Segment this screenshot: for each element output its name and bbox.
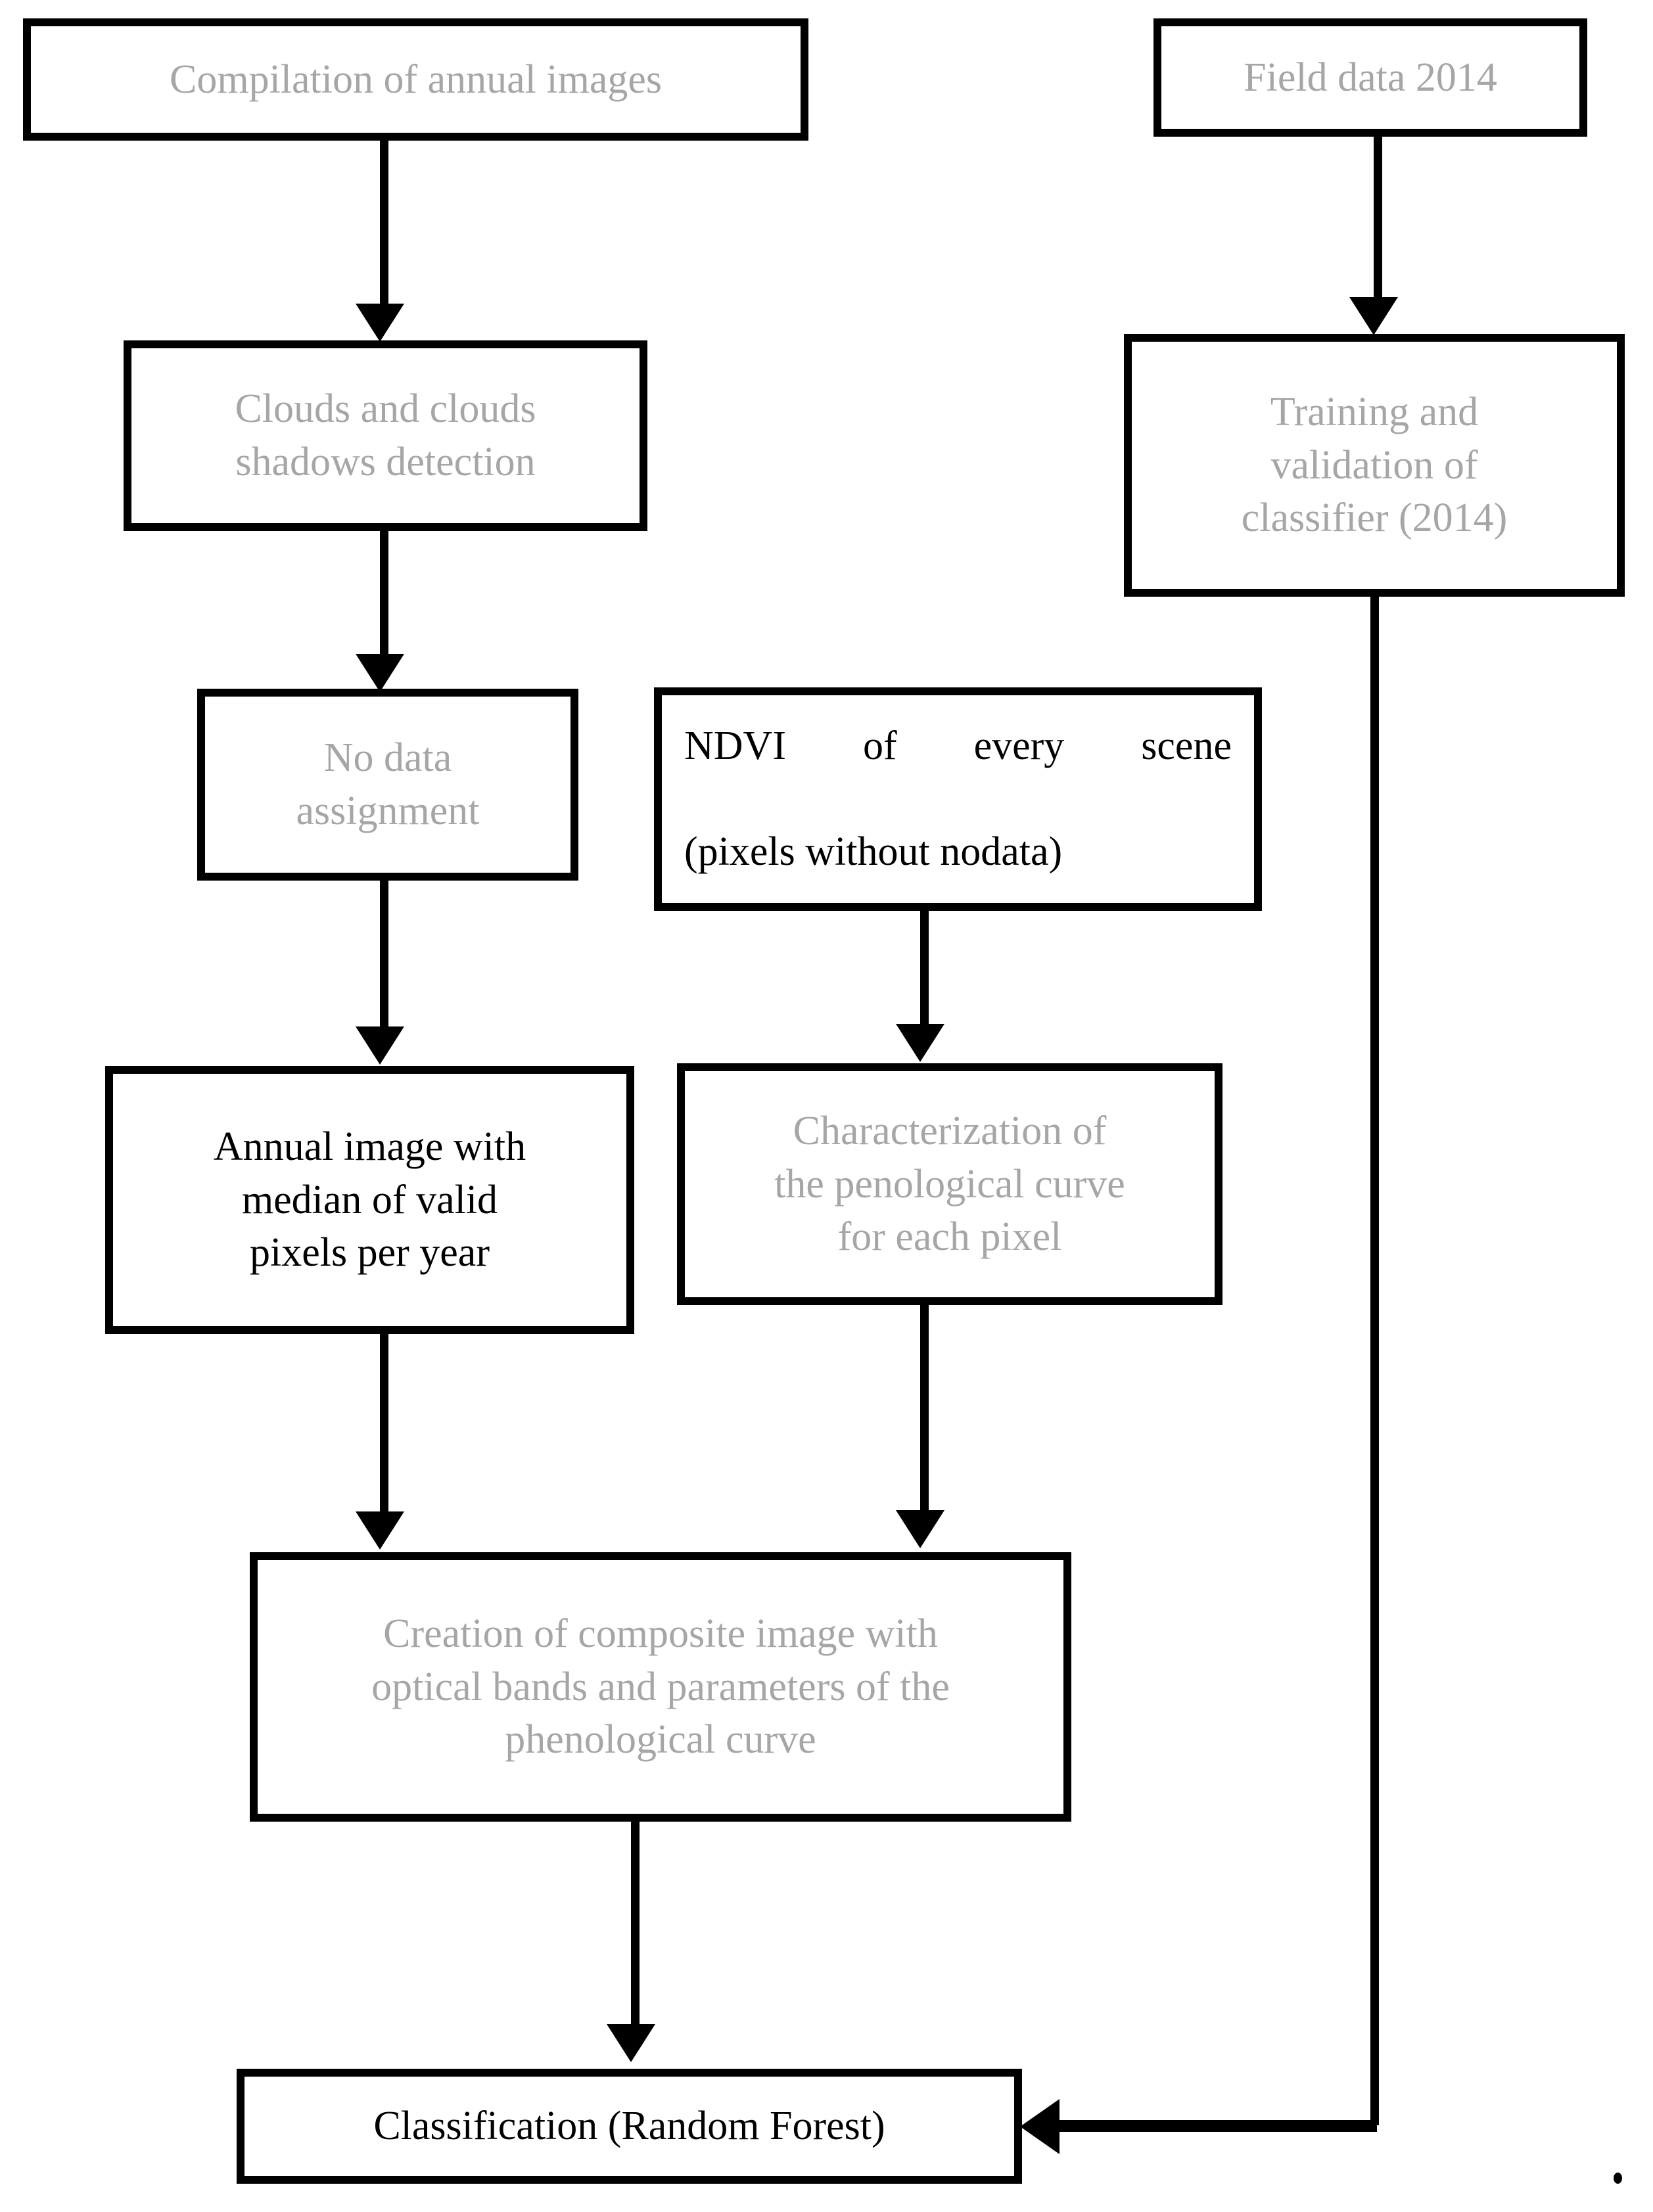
- node-label: Characterization of the penological curv…: [774, 1109, 1125, 1260]
- ndvi-word-0: NDVI: [684, 724, 786, 769]
- node-compilation-of-annual-images[interactable]: Compilation of annual images: [23, 18, 808, 141]
- edge-nodata-to-annual-line: [380, 877, 388, 1042]
- edge-training-to-classification-arrowhead-icon: [1020, 2099, 1059, 2154]
- edge-fielddata-to-training-line: [1374, 131, 1382, 310]
- node-no-data-assignment[interactable]: No data assignment: [197, 689, 578, 881]
- edge-annual-to-composite-arrowhead-icon: [356, 1511, 404, 1550]
- edge-compilation-to-clouds-arrowhead-icon: [356, 304, 404, 342]
- node-ndvi-of-every-scene[interactable]: NDVI of every scene (pixels without noda…: [654, 687, 1262, 911]
- node-training-and-validation-of-classifier[interactable]: Training and validation of classifier (2…: [1124, 334, 1625, 597]
- edge-nodata-to-annual-arrowhead-icon: [356, 1026, 404, 1065]
- ndvi-word-2: every: [973, 724, 1065, 769]
- edge-compilation-to-clouds-line: [380, 138, 388, 317]
- node-label: Field data 2014: [1244, 55, 1497, 100]
- edge-characterization-to-composite-arrowhead-icon: [896, 1510, 944, 1548]
- edge-annual-to-composite-line: [380, 1330, 388, 1534]
- node-characterization-of-the-penological-curve[interactable]: Characterization of the penological curv…: [677, 1063, 1222, 1305]
- node-classification-random-forest[interactable]: Classification (Random Forest): [237, 2069, 1022, 2184]
- edge-clouds-to-nodata-arrowhead-icon: [356, 654, 404, 692]
- ndvi-word-3: scene: [1141, 724, 1232, 769]
- trailing-period-mark: [1614, 2173, 1622, 2184]
- node-label: NDVI of every scene (pixels without noda…: [662, 667, 1254, 932]
- node-label: No data assignment: [296, 735, 480, 833]
- node-label: Compilation of annual images: [169, 57, 663, 102]
- edge-ndvi-to-characterization-line: [920, 907, 929, 1038]
- node-label: Creation of composite image with optical…: [371, 1611, 950, 1763]
- edge-training-to-classification-vertical-line: [1370, 591, 1379, 2125]
- edge-fielddata-to-training-arrowhead-icon: [1349, 297, 1398, 335]
- edge-training-to-classification-horizontal-line: [1059, 2120, 1377, 2132]
- edge-clouds-to-nodata-line: [380, 527, 388, 670]
- node-label: Clouds and clouds shadows detection: [235, 386, 536, 484]
- node-field-data-2014[interactable]: Field data 2014: [1153, 18, 1587, 137]
- node-creation-of-composite-image[interactable]: Creation of composite image with optical…: [250, 1552, 1071, 1822]
- edge-composite-to-classification-arrowhead-icon: [607, 2024, 655, 2062]
- node-label-line-1: NDVI of every scene: [684, 720, 1232, 773]
- node-label: Classification (Random Forest): [373, 2104, 885, 2149]
- edge-characterization-to-composite-line: [920, 1301, 929, 1530]
- edge-composite-to-classification-line: [631, 1818, 640, 2049]
- node-annual-image-with-median-of-valid-pixels[interactable]: Annual image with median of valid pixels…: [105, 1066, 634, 1334]
- node-clouds-and-clouds-shadows-detection[interactable]: Clouds and clouds shadows detection: [124, 340, 647, 531]
- node-label: Training and validation of classifier (2…: [1241, 390, 1508, 541]
- node-label-line-2: (pixels without nodata): [684, 829, 1063, 875]
- node-label: Annual image with median of valid pixels…: [213, 1124, 526, 1276]
- ndvi-word-1: of: [862, 724, 897, 769]
- edge-ndvi-to-characterization-arrowhead-icon: [896, 1024, 944, 1062]
